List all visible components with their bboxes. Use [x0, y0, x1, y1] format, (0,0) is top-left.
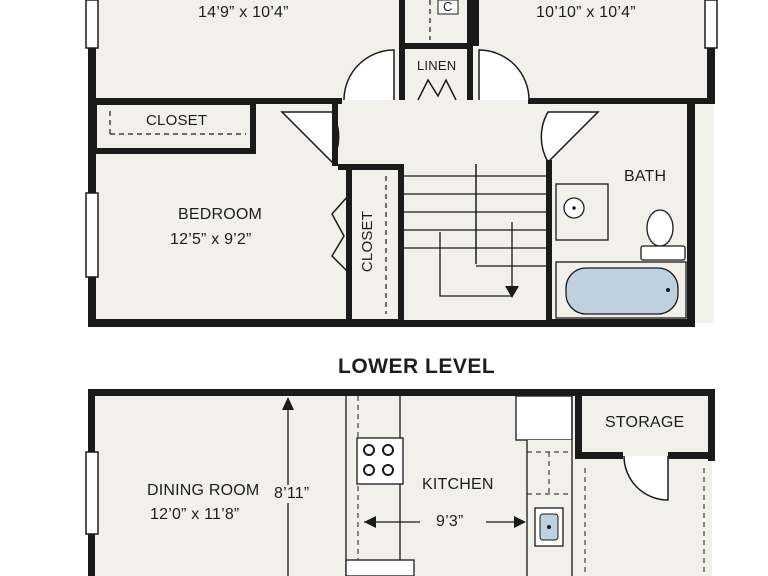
upper-floor-area [90, 0, 714, 323]
upper-right-wall-lower [687, 98, 695, 327]
dining-room-dims: 12’0” x 11’8” [150, 506, 240, 523]
top-closet-label: C [443, 0, 453, 14]
level-title: LOWER LEVEL [338, 355, 496, 378]
bedroom-right-wall [332, 100, 338, 166]
upper-bottom-wall [88, 319, 695, 327]
kitchen-left-counter [346, 396, 400, 576]
kitchen-bottom-unit [345, 559, 415, 576]
left-closet-bottom-wall [88, 148, 256, 154]
burner-2 [382, 444, 394, 456]
window-upper-left-1 [85, 0, 99, 49]
top-left-bedroom-dims: 14’9” x 10’4” [198, 4, 289, 21]
top-right-bedroom-dims: 10’10” x 10’4” [536, 4, 636, 21]
wall-top-right-h [528, 98, 715, 104]
staircase [404, 164, 548, 320]
burner-3 [363, 464, 375, 476]
left-closet-label: CLOSET [146, 112, 208, 129]
linen-top-wall [399, 43, 473, 49]
bathtub-basin [565, 267, 679, 315]
bedroom-dims: 12’5” x 9’2” [170, 231, 252, 248]
window-lower-left [85, 451, 99, 535]
bath-label: BATH [624, 168, 667, 185]
wall-top-left-h [88, 98, 342, 104]
vertical-closet-label: CLOSET [359, 210, 377, 273]
storage-bottom-wall-right [668, 452, 715, 459]
window-upper-left-2 [85, 192, 99, 278]
top-closet-right-wall [473, 0, 479, 46]
burner-4 [382, 464, 394, 476]
door-swing-right [478, 49, 530, 101]
window-upper-right [704, 0, 718, 49]
bedroom-name: BEDROOM [178, 206, 263, 223]
kitchen-width-label: 9’3” [436, 513, 464, 530]
closet-vert-left-wall [346, 164, 352, 320]
closet-bifold-door [331, 195, 349, 273]
kitchen-label: KITCHEN [422, 476, 494, 493]
fridge-space [515, 395, 573, 441]
stair-right-wall [546, 160, 552, 324]
linen-left-wall [399, 0, 405, 100]
linen-label: LINEN [417, 58, 457, 73]
burner-1 [363, 444, 375, 456]
door-swing-left [343, 49, 395, 101]
dining-room-name: DINING ROOM [147, 482, 260, 499]
upper-level [85, 0, 718, 327]
stair-left-wall [398, 164, 404, 320]
upper-left-wall [88, 0, 96, 327]
stove [356, 437, 404, 485]
upper-right-wall [707, 0, 715, 104]
storage-label: STORAGE [605, 414, 685, 431]
storage-door-swing [623, 455, 669, 501]
storage-bottom-wall [575, 452, 623, 459]
linen-right-wall [467, 0, 473, 100]
left-closet-right-wall [250, 104, 256, 154]
storage-left-wall [575, 396, 582, 456]
toilet-tank [640, 245, 686, 261]
lower-level [85, 389, 715, 576]
toilet-bowl [646, 209, 674, 247]
top-closet-box [437, 0, 459, 15]
closet-vert-top-wall [338, 164, 400, 170]
lower-right-wall [708, 389, 715, 461]
dining-height-label: 8’11” [272, 485, 312, 503]
storage-room [582, 396, 708, 452]
linen-bifold-door [417, 78, 457, 101]
lower-top-wall [88, 389, 715, 396]
